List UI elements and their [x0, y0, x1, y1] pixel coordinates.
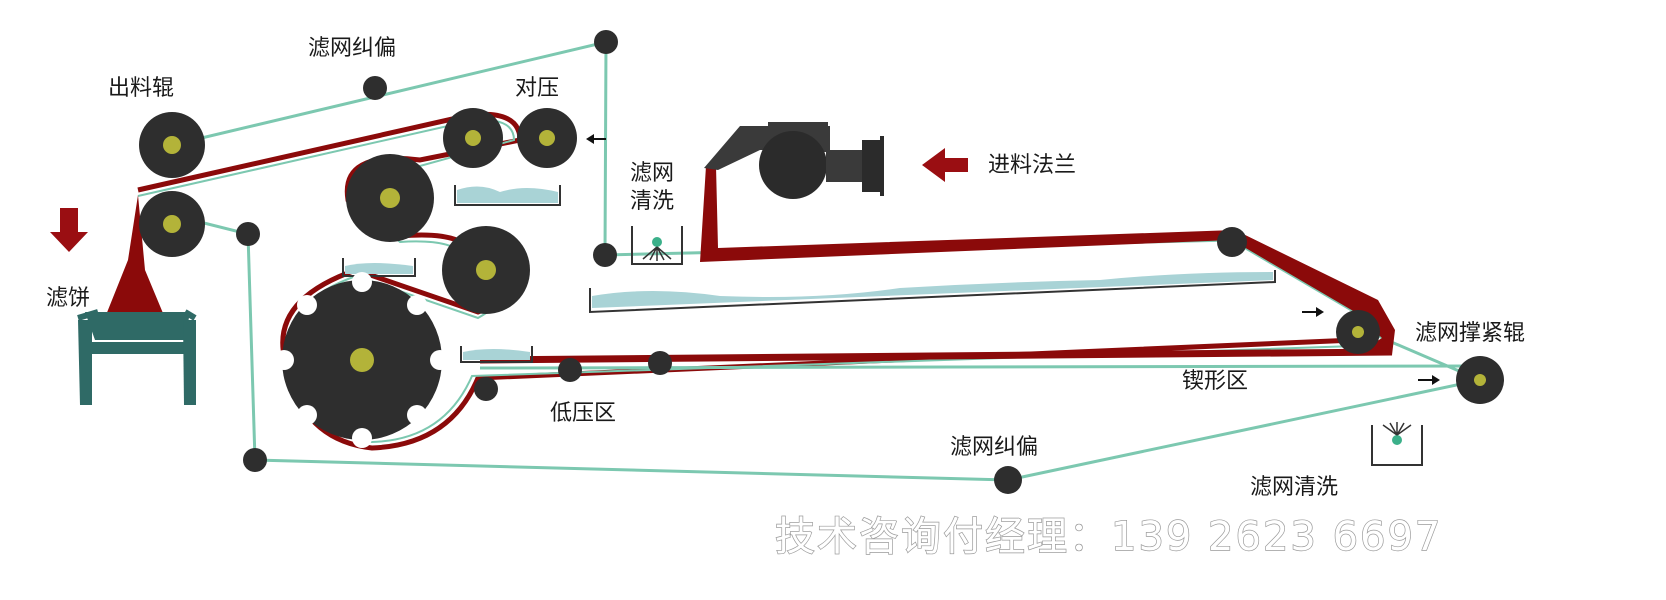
- label-deviation-top: 滤网纠偏: [308, 36, 396, 61]
- feed-arrow-icon: [922, 148, 968, 182]
- low-pressure-roller-2: [558, 358, 582, 382]
- label-counter-press: 对压: [515, 76, 559, 101]
- contact-watermark: 技术咨询付经理：139 2623 6697: [775, 514, 1442, 560]
- label-deviation-bottom: 滤网纠偏: [950, 435, 1038, 460]
- idler-roller-left: [236, 222, 260, 246]
- idler-roller-wash: [593, 243, 617, 267]
- water-tray-wedge: [589, 270, 1276, 314]
- label-feed-flange: 进料法兰: [988, 153, 1076, 178]
- label-screen-wash-bottom: 滤网清洗: [1250, 475, 1338, 500]
- screen-wash-box-top: [631, 226, 683, 265]
- feed-flange-device: [704, 122, 884, 199]
- cake-hopper: [77, 195, 197, 405]
- arrow-icon: [50, 208, 88, 252]
- idler-roller-top-right: [594, 30, 618, 54]
- water-tray-lower: [460, 346, 533, 363]
- screen-wash-box-bottom: [1371, 422, 1423, 466]
- wedge-roller: [1217, 227, 1247, 257]
- main-perforated-drum: [274, 272, 450, 448]
- water-tray-middle: [342, 258, 416, 277]
- label-discharge-roller: 出料辊: [108, 76, 174, 101]
- press-roller-2: [346, 154, 434, 242]
- deviation-roller-bottom: [994, 466, 1022, 494]
- counter-press-arrow-icon: [586, 134, 606, 144]
- label-screen-wash-top-2: 清洗: [630, 189, 674, 214]
- wedge-arrow-icon: [1302, 307, 1324, 317]
- wedge-belt-lower: [479, 348, 1393, 364]
- label-wedge-zone: 锲形区: [1182, 369, 1248, 394]
- tension-arrow-icon: [1418, 375, 1440, 385]
- water-tray-upper: [454, 185, 561, 206]
- press-roller-3: [442, 226, 530, 314]
- wedge-end-roller: [1336, 310, 1380, 354]
- discharge-roller-bottom: [139, 191, 205, 257]
- label-filter-cake: 滤饼: [46, 286, 90, 311]
- deviation-roller-top: [363, 76, 387, 100]
- belt-lower-return: [479, 364, 1481, 370]
- counter-press-roller-left: [443, 108, 503, 168]
- low-pressure-roller-1: [474, 377, 498, 401]
- label-low-pressure-zone: 低压区: [550, 401, 616, 426]
- label-screen-wash-top: 滤网: [630, 161, 674, 186]
- idler-roller-bottom-left: [243, 448, 267, 472]
- tension-roller: [1456, 356, 1504, 404]
- discharge-roller-top: [139, 112, 205, 178]
- low-pressure-roller-3: [648, 351, 672, 375]
- counter-press-roller-right: [517, 108, 577, 168]
- label-tension-roller: 滤网撑紧辊: [1415, 321, 1525, 346]
